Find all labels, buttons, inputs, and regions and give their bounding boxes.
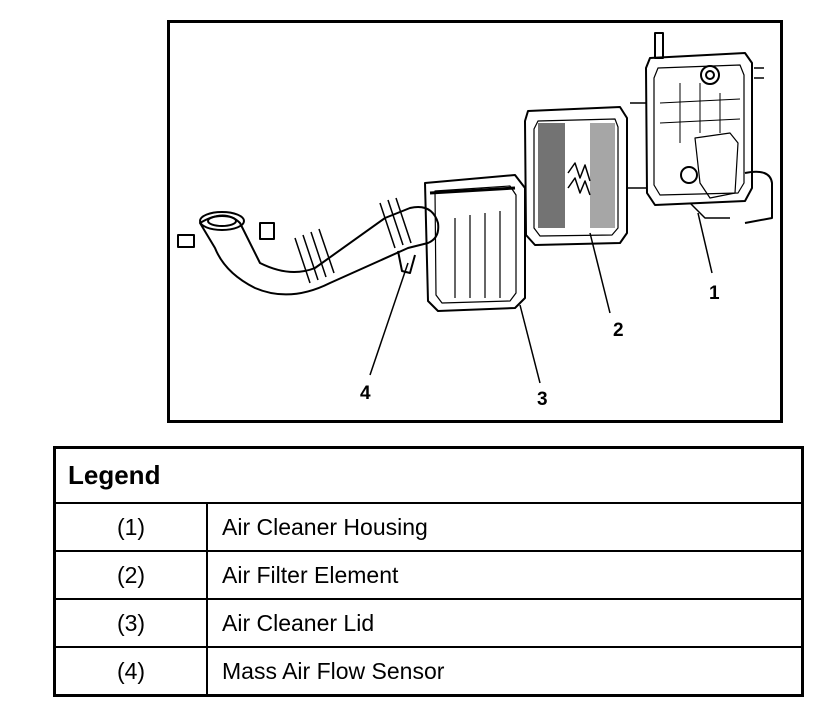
legend-title: Legend xyxy=(56,449,801,504)
legend-row: (3) Air Cleaner Lid xyxy=(56,600,801,648)
legend-number: (2) xyxy=(56,552,208,598)
air-intake-illustration xyxy=(177,32,773,384)
intake-duct-and-maf xyxy=(177,197,440,296)
exploded-diagram: 1 2 3 4 xyxy=(167,20,783,423)
callout-1: 1 xyxy=(709,283,720,304)
legend-number: (1) xyxy=(56,504,208,550)
callout-2: 2 xyxy=(613,320,624,341)
legend-number: (3) xyxy=(56,600,208,646)
legend-description: Air Filter Element xyxy=(222,562,399,588)
legend-description: Air Cleaner Housing xyxy=(222,514,428,540)
air-filter-element xyxy=(524,106,628,246)
legend-row: (2) Air Filter Element xyxy=(56,552,801,600)
legend-table: Legend (1) Air Cleaner Housing (2) Air F… xyxy=(53,446,804,697)
air-cleaner-lid xyxy=(424,174,526,312)
leader-lines xyxy=(369,212,713,384)
legend-number: (4) xyxy=(56,648,208,694)
air-cleaner-housing xyxy=(628,32,773,224)
legend-row: (1) Air Cleaner Housing xyxy=(56,504,801,552)
legend-description: Mass Air Flow Sensor xyxy=(222,658,445,684)
legend-description: Air Cleaner Lid xyxy=(222,610,375,636)
legend-row: (4) Mass Air Flow Sensor xyxy=(56,648,801,694)
callout-3: 3 xyxy=(537,389,548,410)
callout-4: 4 xyxy=(360,383,371,404)
